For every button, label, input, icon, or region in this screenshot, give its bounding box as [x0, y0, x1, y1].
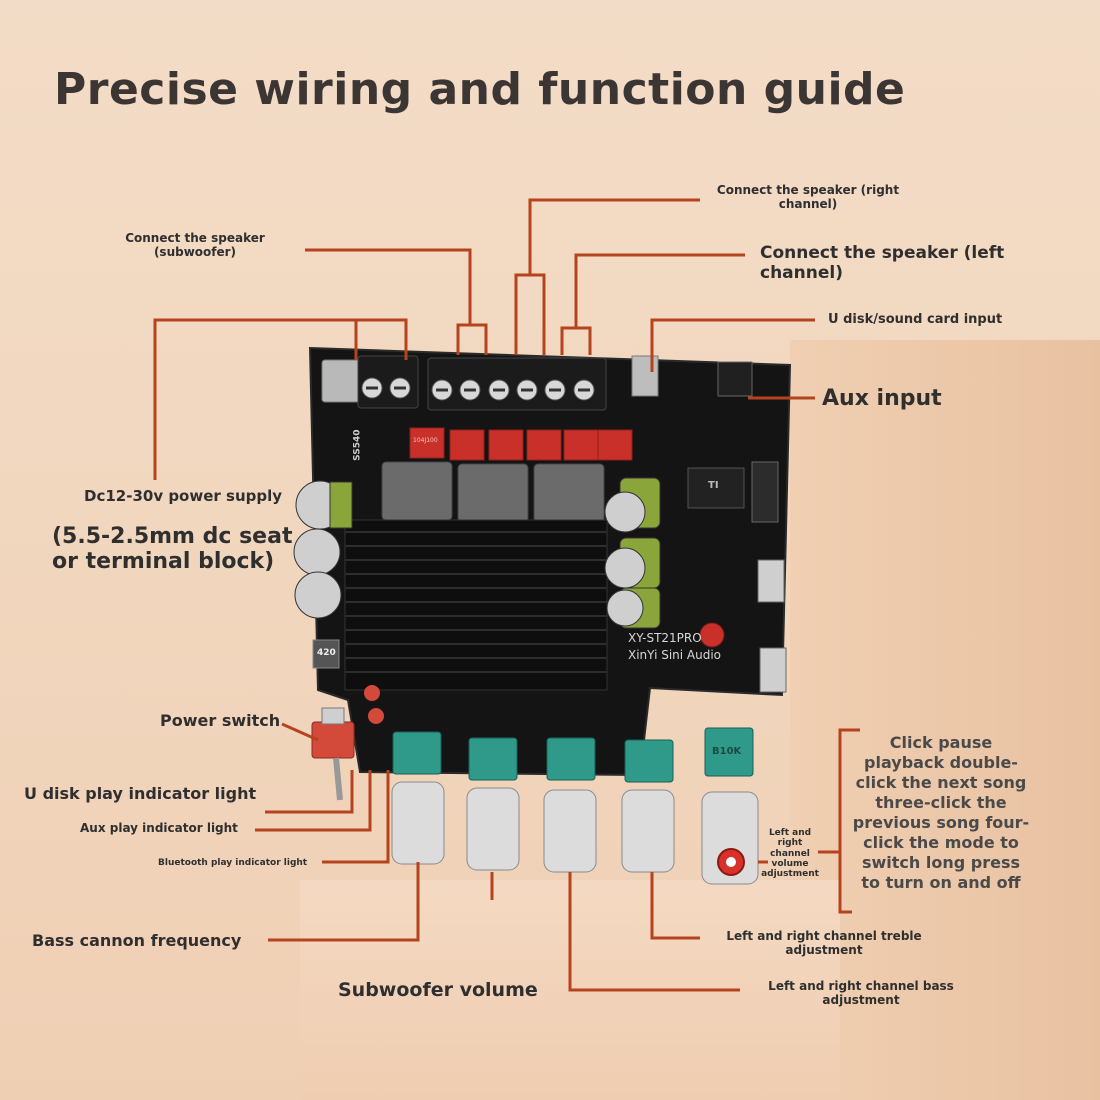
chip-mark-label: TI — [708, 480, 719, 491]
callout-power-connector: (5.5-2.5mm dc seat or terminal block) — [52, 524, 293, 575]
callout-bass-frequency: Bass cannon frequency — [32, 931, 242, 950]
board-brand-label: XinYi Sini Audio — [628, 648, 722, 662]
callout-udisk-input: U disk/sound card input — [828, 312, 1003, 327]
board-model-label: XY-ST21PRO — [628, 631, 702, 645]
background-block-right — [790, 340, 1100, 1100]
callout-lr-treble: Left and right channel treble adjustment — [726, 929, 922, 957]
inductor-mark-label: 420 — [317, 648, 336, 658]
callout-power-switch: Power switch — [160, 711, 281, 730]
callout-udisk-indicator: U disk play indicator light — [24, 784, 257, 803]
callout-speaker-left: Connect the speaker (left channel) — [760, 243, 1005, 283]
callout-speaker-right: Connect the speaker (right channel) — [716, 183, 900, 211]
callout-aux-indicator: Aux play indicator light — [80, 821, 238, 835]
callout-subwoofer-volume: Subwoofer volume — [338, 979, 538, 1001]
callout-power-supply: Dc12-30v power supply — [84, 487, 283, 505]
capacitor-code-label: 104J100 — [413, 437, 438, 444]
callout-aux-input: Aux input — [822, 386, 942, 411]
callout-bluetooth-indicator: Bluetooth play indicator light — [158, 858, 308, 868]
callout-button-functions: Click pause playback double-click the ne… — [852, 733, 1030, 892]
callout-lr-volume: Left and right channel volume adjustment — [761, 828, 819, 880]
callout-lr-bass: Left and right channel bass adjustment — [768, 979, 954, 1007]
page-title: Precise wiring and function guide — [54, 64, 906, 115]
potentiometer-mark-label: B10K — [712, 746, 742, 757]
callout-speaker-subwoofer: Connect the speaker (subwoofer) — [125, 231, 265, 259]
